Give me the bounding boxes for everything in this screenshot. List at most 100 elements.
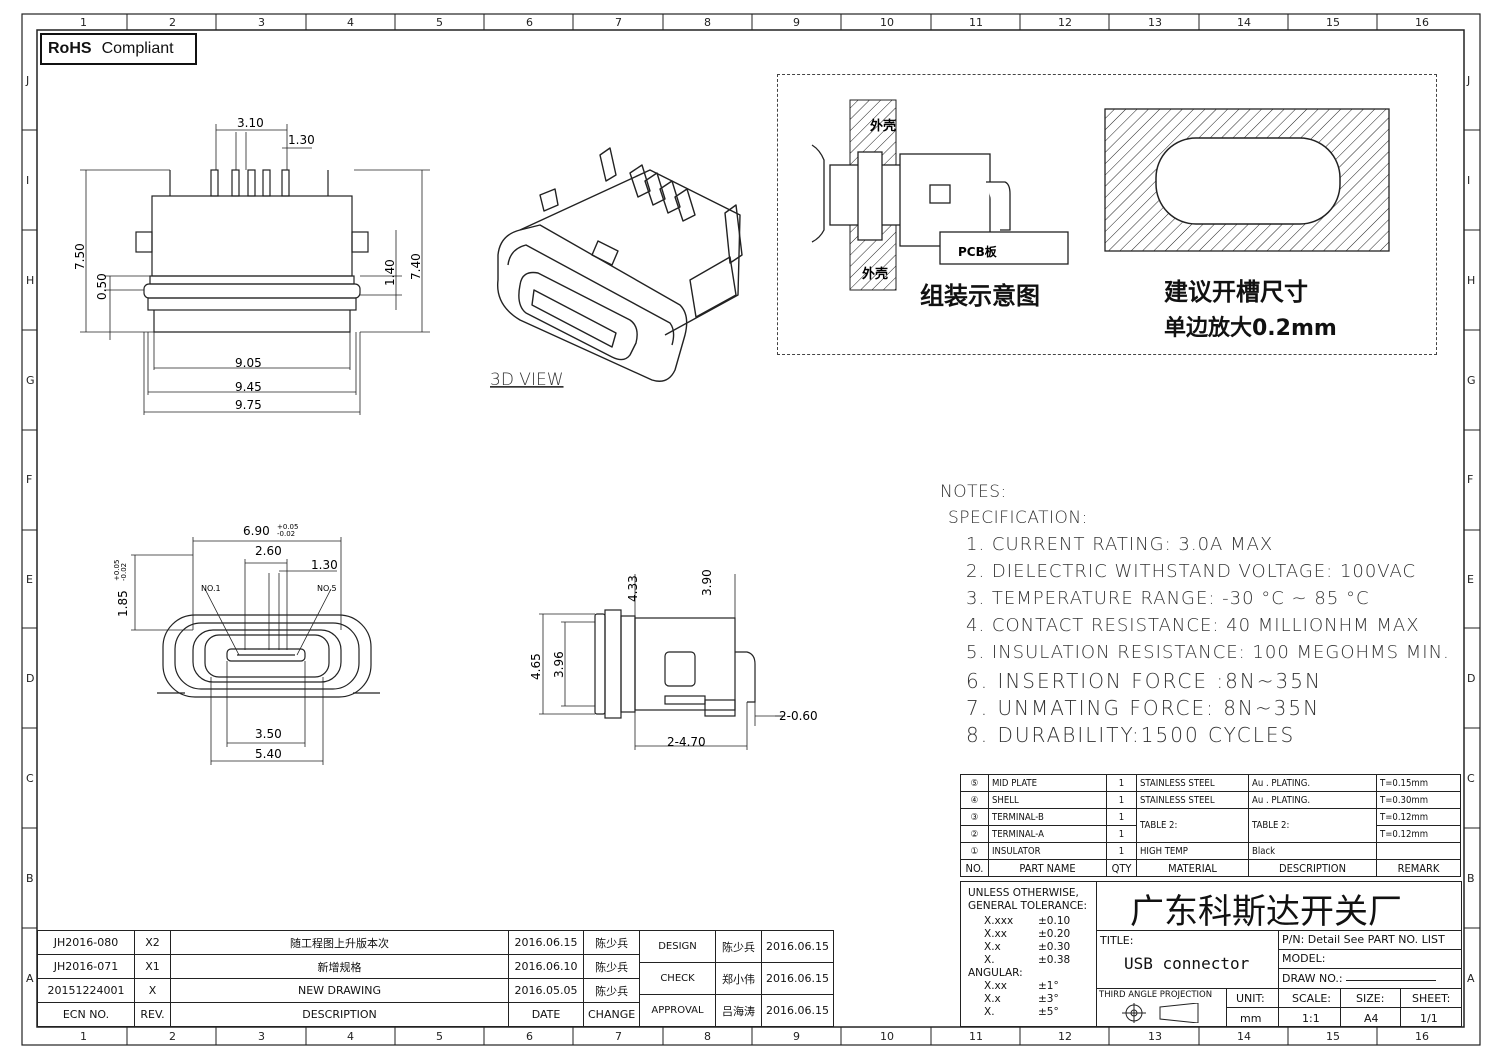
projection-label: THIRD ANGLE PROJECTION bbox=[1099, 990, 1213, 1000]
grid-col-label: 10 bbox=[880, 16, 894, 29]
bom-desc: Au . PLATING. bbox=[1248, 774, 1377, 792]
grid-row-label: H bbox=[26, 274, 35, 287]
grid-col-label: 2 bbox=[169, 1030, 176, 1043]
note-item: 3. TEMPERATURE RANGE: -30 °C ~ 85 °C bbox=[966, 588, 1370, 609]
bom-qty: 1 bbox=[1106, 825, 1137, 843]
notes-block: NOTES: SPECIFICATION: 1. CURRENT RATING:… bbox=[940, 482, 1450, 750]
rev-change: 陈少兵 bbox=[582, 930, 641, 955]
note-item: 1. CURRENT RATING: 3.0A MAX bbox=[966, 534, 1274, 555]
table-row: ⑤ MID PLATE 1 STAINLESS STEEL Au . PLATI… bbox=[960, 774, 1461, 792]
front-view: 6.90 +0.05 -0.02 2.60 1.30 1.85 +0.05 -0… bbox=[113, 523, 380, 765]
revision-table: JH2016-080 X2 随工程图上升版本次 2016.06.15 陈少兵 J… bbox=[37, 930, 641, 1027]
unit-label: UNIT: bbox=[1236, 992, 1265, 1005]
grid-row-label: A bbox=[26, 972, 34, 985]
rev-rev: X bbox=[134, 978, 171, 1003]
bom-remark bbox=[1376, 842, 1461, 860]
grid-row-label: G bbox=[1467, 374, 1476, 387]
grid-col-label: 12 bbox=[1058, 16, 1072, 29]
rev-rev: X1 bbox=[134, 954, 171, 979]
rev-header-date: DATE bbox=[508, 1002, 584, 1027]
dim-front-tol2-plus: +0.05 bbox=[113, 560, 121, 581]
approval-role: DESIGN bbox=[639, 930, 716, 963]
angular-value: ±3° bbox=[1038, 993, 1059, 1005]
bom-no: ① bbox=[960, 842, 989, 860]
tolerance-title-2: GENERAL TOLERANCE: bbox=[968, 900, 1088, 912]
table-row: JH2016-080 X2 随工程图上升版本次 2016.06.15 陈少兵 bbox=[37, 930, 641, 955]
dim-top-7-40: 7.40 bbox=[409, 253, 423, 280]
bom-no: ⑤ bbox=[960, 774, 989, 792]
bom-qty: 1 bbox=[1106, 774, 1137, 792]
tolerance-key: X.xx bbox=[984, 928, 1007, 940]
pin-1-label: NO.1 bbox=[201, 584, 221, 593]
rev-ecn: JH2016-071 bbox=[37, 954, 135, 979]
iso-view: 3D VIEW bbox=[490, 147, 743, 390]
bom-header-part: PART NAME bbox=[988, 859, 1107, 877]
pcb-label: PCB板 bbox=[958, 244, 998, 259]
table-row: ③ TERMINAL-B 1 TABLE 2: TABLE 2: T=0.12m… bbox=[960, 808, 1461, 843]
angular-key: X.xx bbox=[984, 980, 1007, 992]
rev-ecn: JH2016-080 bbox=[37, 930, 135, 955]
dim-side-2-4-70: 2-4.70 bbox=[667, 735, 706, 749]
rev-date: 2016.05.05 bbox=[508, 978, 584, 1003]
scale-label: SCALE: bbox=[1292, 992, 1331, 1005]
grid-col-label: 9 bbox=[793, 16, 800, 29]
dim-top-1-30: 1.30 bbox=[288, 133, 315, 147]
grid-row-label: E bbox=[26, 573, 33, 586]
rev-change: 陈少兵 bbox=[582, 954, 641, 979]
title-block bbox=[960, 881, 1462, 1027]
tolerance-key: X.xxx bbox=[984, 915, 1014, 927]
angular-key: X.x bbox=[984, 993, 1001, 1005]
note-item: 8. DURABILITY:1500 CYCLES bbox=[966, 723, 1296, 747]
grid-col-label: 13 bbox=[1148, 1030, 1162, 1043]
grid-col-label: 11 bbox=[969, 16, 983, 29]
dim-top-9-05: 9.05 bbox=[235, 356, 262, 370]
grid-row-label: A bbox=[1467, 972, 1475, 985]
grid-row-label: C bbox=[1467, 772, 1475, 785]
rev-date: 2016.06.15 bbox=[508, 930, 584, 955]
dim-front-tol-minus: -0.02 bbox=[277, 530, 295, 538]
table-row: ② TERMINAL-A 1 T=0.12mm bbox=[960, 825, 1461, 843]
dim-side-3-90: 3.90 bbox=[700, 569, 714, 596]
bom-material: HIGH TEMP bbox=[1136, 842, 1249, 860]
tolerance-value: ±0.10 bbox=[1038, 915, 1071, 927]
rev-desc: 新增规格 bbox=[170, 954, 509, 979]
bom-part: TERMINAL-B bbox=[988, 808, 1107, 826]
company-name: 广东科斯达开关厂 bbox=[1130, 892, 1402, 932]
dim-top-3-10: 3.10 bbox=[237, 116, 264, 130]
grid-row-label: F bbox=[26, 473, 33, 486]
grid-col-label: 6 bbox=[526, 16, 533, 29]
table-row: ① INSULATOR 1 HIGH TEMP Black bbox=[960, 842, 1461, 860]
angular-value: ±5° bbox=[1038, 1006, 1059, 1018]
title-value: USB connector bbox=[1124, 954, 1250, 973]
dim-top-7-50: 7.50 bbox=[73, 243, 87, 270]
unit-value: mm bbox=[1240, 1012, 1262, 1025]
grid-col-label: 14 bbox=[1237, 1030, 1251, 1043]
grid-col-label: 4 bbox=[347, 1030, 354, 1043]
grid-col-label: 3 bbox=[258, 16, 265, 29]
bom-no: ④ bbox=[960, 791, 989, 809]
table-row: APPROVAL 吕海涛 2016.06.15 bbox=[639, 994, 834, 1027]
grid-col-label: 15 bbox=[1326, 16, 1340, 29]
bom-desc: Au . PLATING. bbox=[1248, 791, 1377, 809]
grid-row-label: F bbox=[1467, 473, 1474, 486]
tolerance-value: ±0.30 bbox=[1038, 941, 1071, 953]
grid-row-label: J bbox=[26, 74, 30, 87]
rev-header-desc: DESCRIPTION bbox=[170, 1002, 509, 1027]
dim-top-0-50: 0.50 bbox=[95, 273, 109, 300]
bom-remark: T=0.15mm bbox=[1376, 774, 1461, 792]
assembly-caption: 组装示意图 bbox=[920, 282, 1040, 310]
bom-header-desc: DESCRIPTION bbox=[1248, 859, 1377, 877]
rev-change: 陈少兵 bbox=[582, 978, 641, 1003]
pin-5-label: NO.5 bbox=[317, 584, 337, 593]
dim-front-3-50: 3.50 bbox=[255, 727, 282, 741]
dim-front-1-30: 1.30 bbox=[311, 558, 338, 572]
bom-header-no: NO. bbox=[960, 859, 989, 877]
bom-remark: T=0.12mm bbox=[1376, 825, 1461, 843]
dim-front-5-40: 5.40 bbox=[255, 747, 282, 761]
grid-row-label: I bbox=[1467, 174, 1471, 187]
tolerance-block: UNLESS OTHERWISE, GENERAL TOLERANCE: X.x… bbox=[968, 887, 1087, 1019]
note-item: 4. CONTACT RESISTANCE: 40 MILLIONHM MAX bbox=[966, 615, 1420, 636]
bom-desc: Black bbox=[1248, 842, 1377, 860]
tolerance-key: X. bbox=[984, 954, 995, 966]
